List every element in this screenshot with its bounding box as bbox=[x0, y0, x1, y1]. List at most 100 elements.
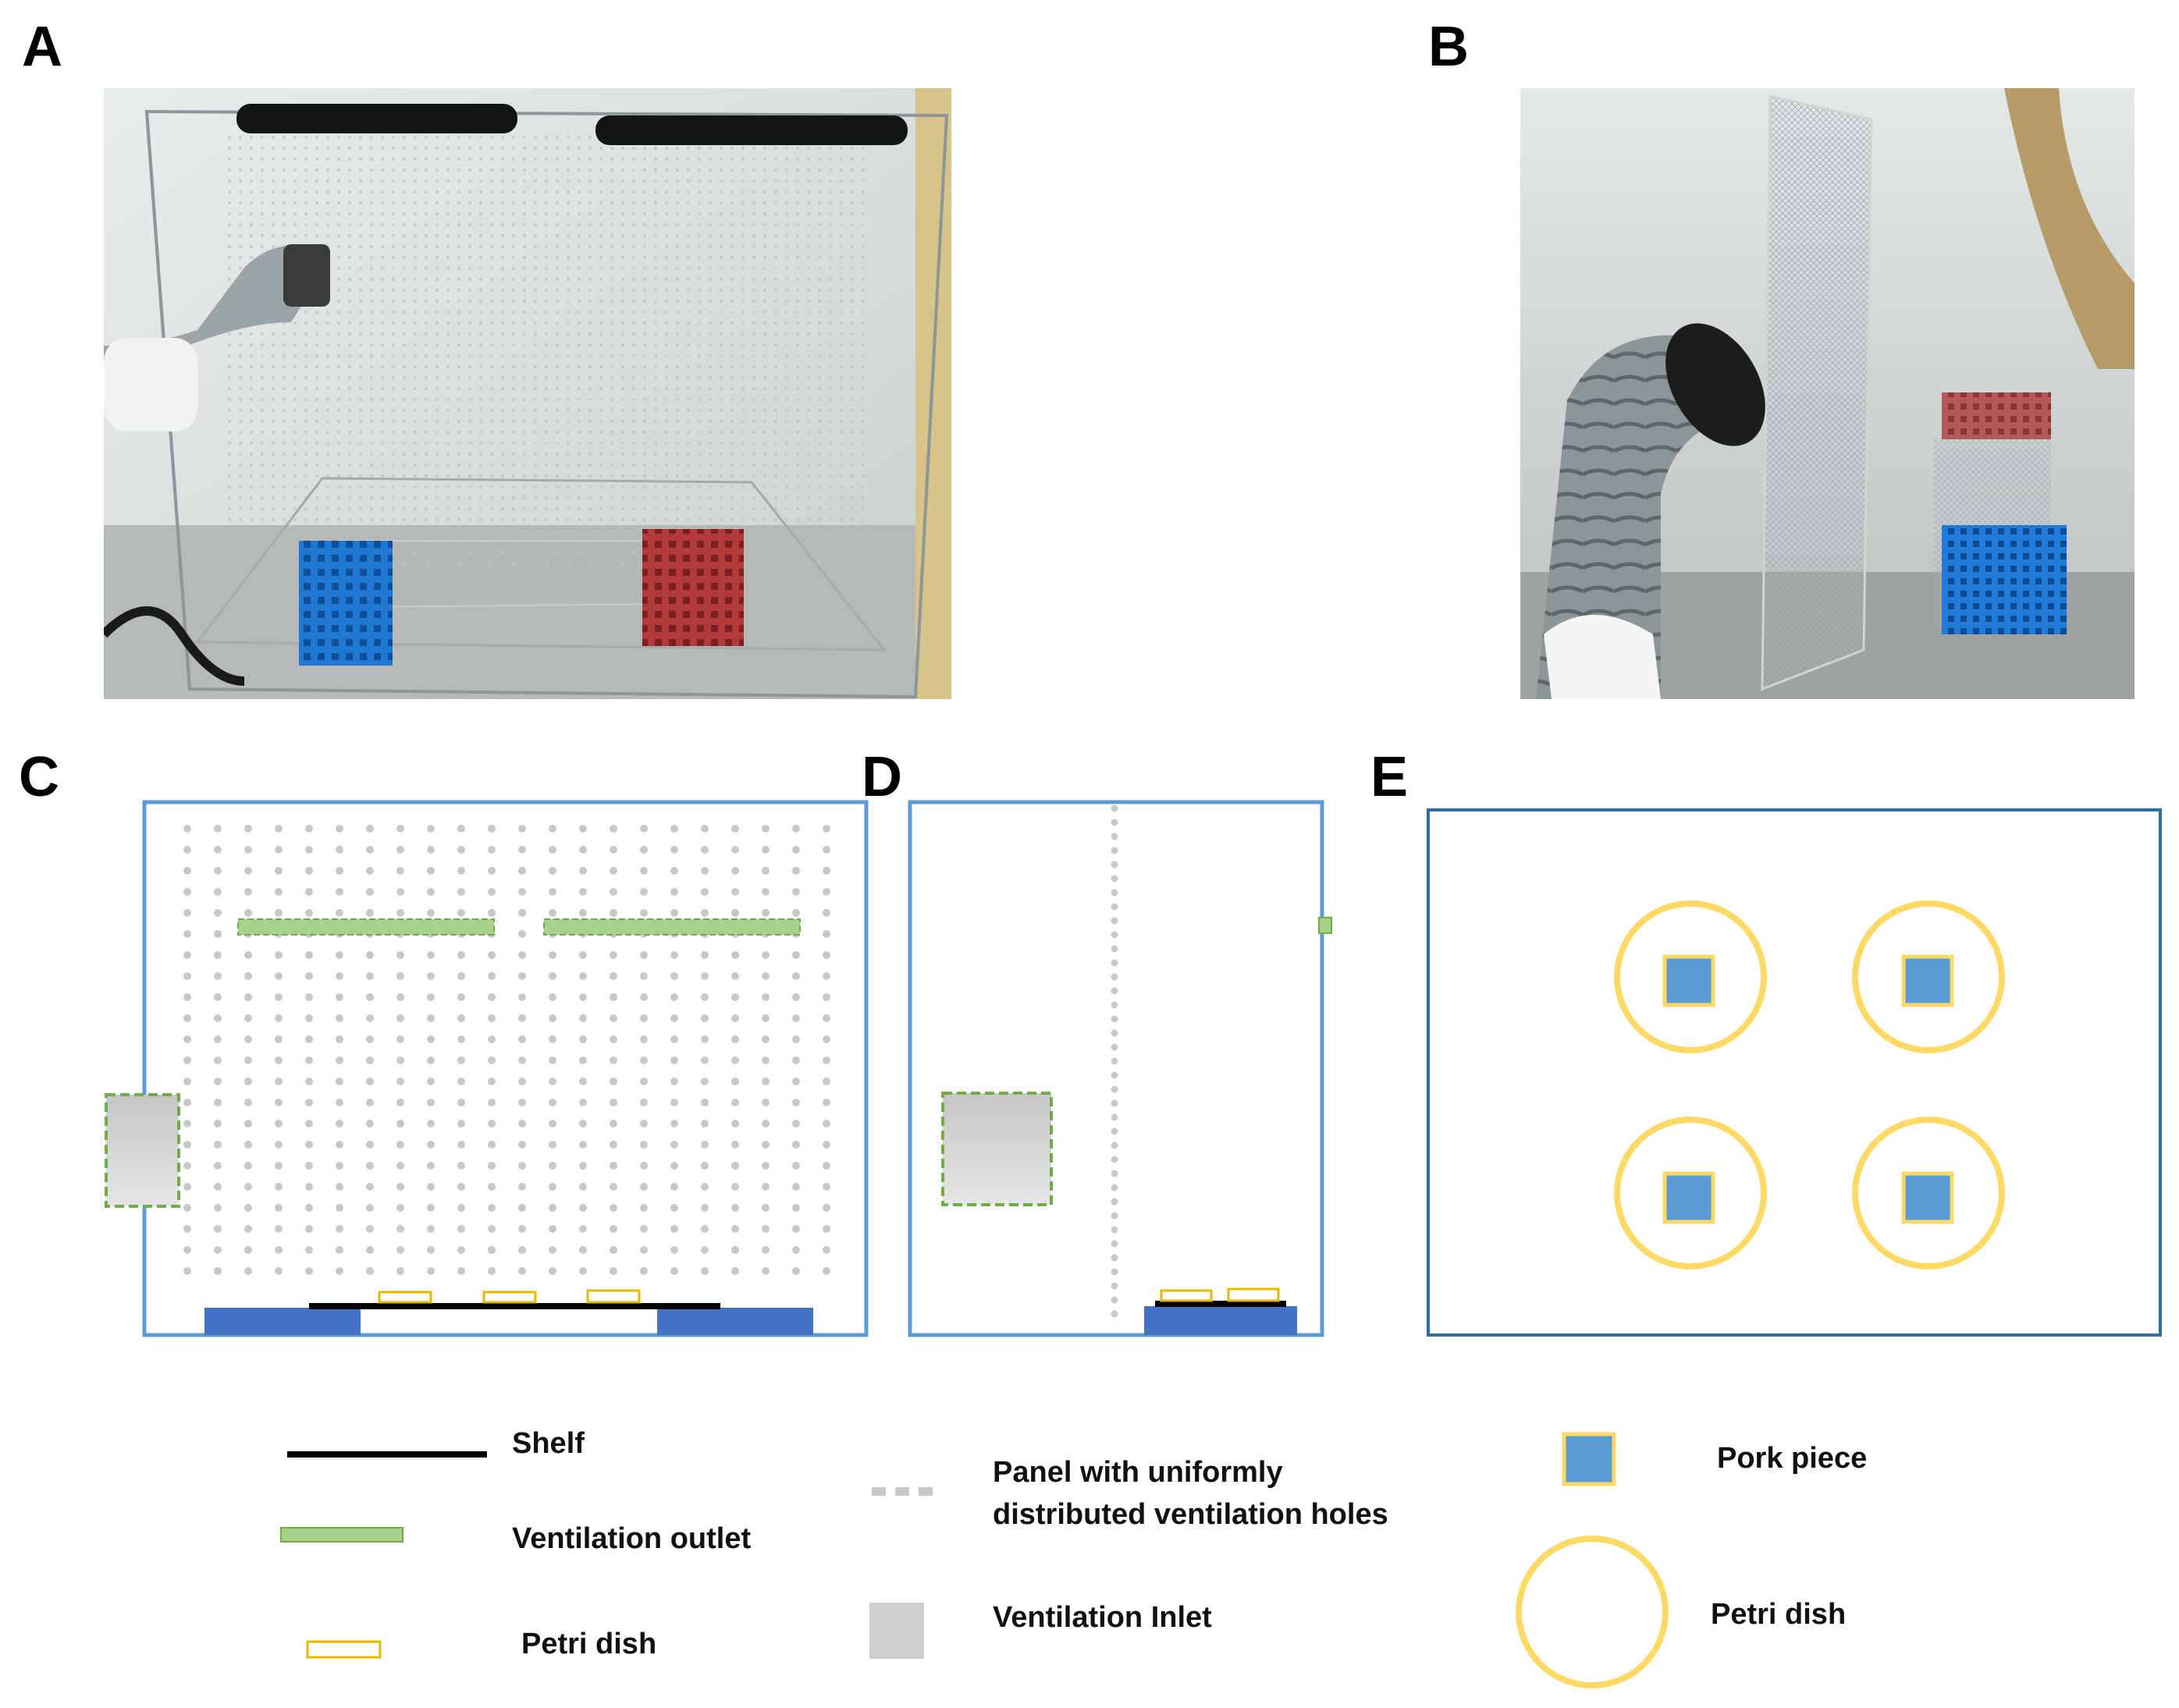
ventilation-hole bbox=[336, 1078, 343, 1085]
ventilation-hole bbox=[518, 972, 526, 980]
ventilation-hole bbox=[640, 1246, 648, 1254]
ventilation-hole bbox=[366, 972, 374, 980]
ventilation-hole bbox=[670, 1120, 678, 1127]
ventilation-hole bbox=[214, 1014, 222, 1022]
panel-e-diagram bbox=[1427, 808, 2162, 1337]
ventilation-hole bbox=[549, 1120, 556, 1127]
ventilation-hole bbox=[731, 1246, 739, 1254]
ventilation-hole bbox=[183, 930, 191, 938]
ventilation-hole bbox=[731, 1120, 739, 1127]
ventilation-hole bbox=[579, 972, 587, 980]
ventilation-hole bbox=[823, 1267, 830, 1275]
ventilation-hole bbox=[762, 1035, 770, 1043]
ventilation-hole bbox=[549, 1183, 556, 1191]
panel-c-rack-right bbox=[657, 1308, 813, 1335]
ventilation-hole bbox=[275, 1120, 283, 1127]
ventilation-hole bbox=[488, 1225, 496, 1233]
ventilation-hole bbox=[579, 1056, 587, 1064]
ventilation-hole bbox=[214, 951, 222, 959]
ventilation-hole bbox=[214, 1078, 222, 1085]
ventilation-hole bbox=[701, 1099, 709, 1106]
ventilation-hole bbox=[183, 1120, 191, 1127]
ventilation-hole bbox=[610, 1267, 617, 1275]
ventilation-hole bbox=[610, 1035, 617, 1043]
ventilation-hole bbox=[640, 1204, 648, 1212]
panel-label-a: A bbox=[22, 16, 62, 78]
ventilation-hole bbox=[214, 1162, 222, 1170]
ventilation-hole bbox=[549, 972, 556, 980]
ventilation-hole bbox=[457, 1225, 465, 1233]
ventilation-hole bbox=[731, 1056, 739, 1064]
ventilation-hole bbox=[457, 1099, 465, 1106]
ventilation-hole bbox=[823, 951, 830, 959]
ventilation-hole bbox=[731, 1014, 739, 1022]
ventilation-hole bbox=[731, 993, 739, 1001]
ventilation-hole bbox=[244, 1246, 252, 1254]
ventilation-hole bbox=[183, 1267, 191, 1275]
ventilation-hole bbox=[183, 1183, 191, 1191]
ventilation-hole bbox=[518, 867, 526, 875]
ventilation-hole bbox=[1111, 1170, 1118, 1177]
ventilation-hole bbox=[183, 909, 191, 917]
panel-c-shelf bbox=[309, 1303, 720, 1309]
ventilation-hole bbox=[214, 1246, 222, 1254]
ventilation-hole bbox=[823, 1183, 830, 1191]
ventilation-hole bbox=[823, 1014, 830, 1022]
ventilation-hole bbox=[244, 1162, 252, 1170]
ventilation-hole bbox=[610, 1225, 617, 1233]
ventilation-hole bbox=[762, 993, 770, 1001]
ventilation-hole bbox=[731, 867, 739, 875]
ventilation-hole bbox=[701, 1078, 709, 1085]
ventilation-hole bbox=[579, 1078, 587, 1085]
ventilation-hole bbox=[305, 1246, 313, 1254]
ventilation-hole bbox=[823, 1225, 830, 1233]
panel-c-ventilation-outlet-left bbox=[237, 918, 495, 936]
ventilation-hole bbox=[457, 1078, 465, 1085]
panel-label-e: E bbox=[1370, 746, 1409, 808]
ventilation-hole bbox=[610, 1246, 617, 1254]
ventilation-hole bbox=[275, 972, 283, 980]
ventilation-hole bbox=[275, 867, 283, 875]
panel-e-petri-dish-2 bbox=[1852, 900, 2005, 1053]
ventilation-hole bbox=[427, 972, 435, 980]
ventilation-hole bbox=[549, 1267, 556, 1275]
ventilation-hole bbox=[488, 951, 496, 959]
ventilation-hole bbox=[823, 909, 830, 917]
panel-e-petri-dish-1 bbox=[1614, 900, 1767, 1053]
panel-c-petri-dish-3 bbox=[586, 1289, 641, 1304]
ventilation-hole bbox=[305, 1014, 313, 1022]
ventilation-hole bbox=[214, 1099, 222, 1106]
ventilation-hole bbox=[488, 1014, 496, 1022]
ventilation-hole bbox=[670, 1078, 678, 1085]
ventilation-hole bbox=[640, 1035, 648, 1043]
ventilation-hole bbox=[792, 888, 800, 896]
ventilation-hole bbox=[1111, 847, 1118, 854]
ventilation-hole bbox=[640, 993, 648, 1001]
ventilation-hole bbox=[792, 1120, 800, 1127]
ventilation-hole bbox=[518, 1056, 526, 1064]
ventilation-hole bbox=[1111, 1085, 1118, 1093]
ventilation-hole bbox=[457, 993, 465, 1001]
ventilation-hole bbox=[457, 1204, 465, 1212]
ventilation-hole bbox=[640, 1162, 648, 1170]
ventilation-hole bbox=[396, 993, 404, 1001]
ventilation-hole bbox=[701, 846, 709, 854]
ventilation-hole bbox=[701, 909, 709, 917]
ventilation-hole bbox=[549, 1225, 556, 1233]
ventilation-hole bbox=[792, 1267, 800, 1275]
ventilation-hole bbox=[488, 1035, 496, 1043]
ventilation-hole bbox=[336, 1204, 343, 1212]
ventilation-hole bbox=[457, 1056, 465, 1064]
ventilation-hole bbox=[457, 888, 465, 896]
photo-b-chamber-side bbox=[1520, 88, 2135, 699]
ventilation-hole bbox=[640, 867, 648, 875]
ventilation-hole bbox=[823, 1141, 830, 1149]
ventilation-hole bbox=[640, 1225, 648, 1233]
ventilation-hole bbox=[549, 1014, 556, 1022]
ventilation-hole bbox=[396, 1056, 404, 1064]
ventilation-hole bbox=[518, 1267, 526, 1275]
ventilation-hole bbox=[427, 1056, 435, 1064]
ventilation-hole bbox=[366, 1099, 374, 1106]
ventilation-hole bbox=[549, 825, 556, 833]
ventilation-hole bbox=[1111, 1029, 1118, 1037]
